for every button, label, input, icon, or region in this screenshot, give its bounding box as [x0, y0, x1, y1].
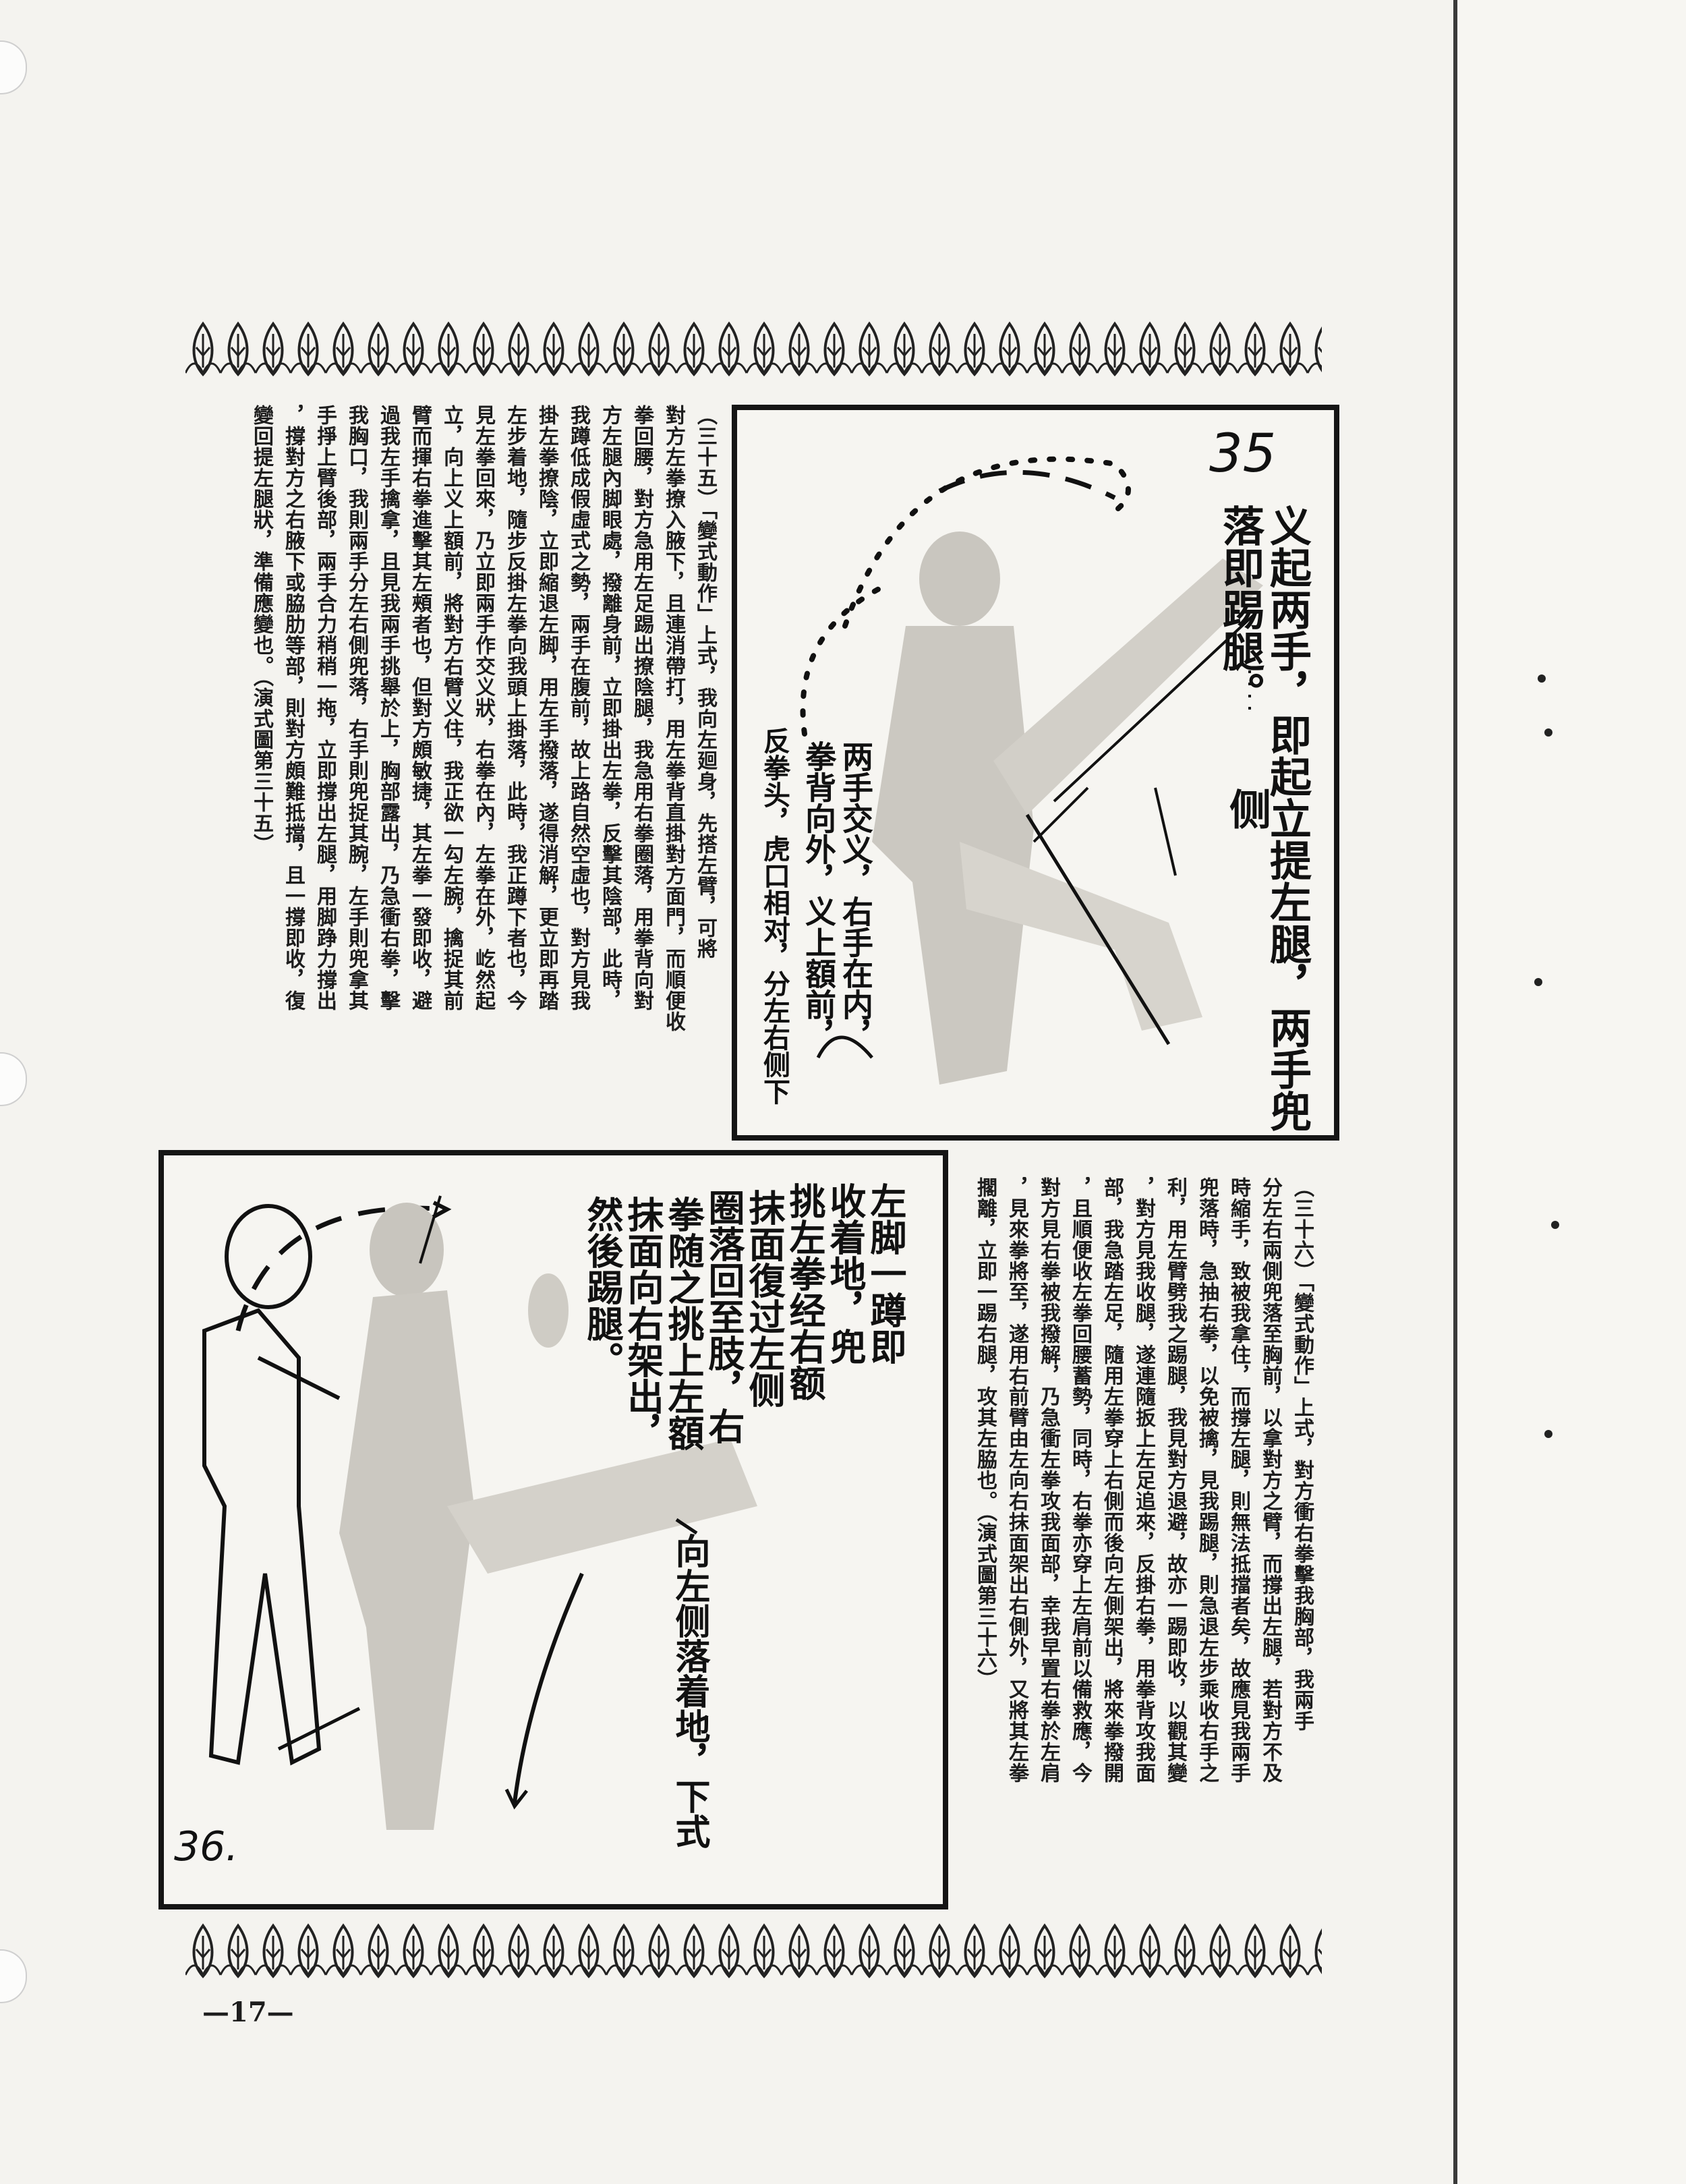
figure-36-lower-label: 向左侧落着地，下式 — [669, 1533, 710, 1849]
figure-36-caption-line-1: 左脚一蹲即 — [864, 1182, 907, 1364]
binder-hole — [0, 1052, 27, 1106]
text-35-column: 左步着地，隨步反掛左拳向我頭上掛落，此時，我正蹲下者也，今 — [503, 405, 527, 1011]
figure-36-caption-line-5: 圈落回至肢，右 — [702, 1189, 745, 1444]
text-36-column: 時縮手，致被我拿住，而撐左腿，則無法抵擋者矣，故應見我兩手 — [1227, 1177, 1250, 1783]
text-36-column: 分左右兩側兜落至胸前，以拿對方之臂，而撐出左腿，若對方不及 — [1258, 1177, 1282, 1783]
text-36-column: ，且順便收左拳回腰蓄勢，同時，右拳亦穿上左肩前以備救應，今 — [1068, 1177, 1092, 1783]
figure-36-caption-line-6: 拳随之挑上左額 — [662, 1196, 705, 1451]
text-35-column: ，撐對方之右腋下或脇肋等部，則對方頗難抵擋，且一撐即收，復 — [281, 405, 305, 1011]
figure-35-caption-line-3: 两手交义，右手在内， — [838, 741, 874, 1051]
figure-35-caption-line-5: 反拳头，虎口相对，分左右侧下 — [759, 727, 790, 1105]
binder-hole — [0, 40, 27, 94]
figure-36-caption-line-2: 收着地，兜 — [823, 1182, 867, 1364]
figure-35-number: 35 — [1209, 424, 1277, 484]
top-ornament-border — [185, 314, 1322, 381]
text-35-column: 我胸口，我則兩手分左右側兜落，右手則兜捉其腕，左手則兜拿其 — [345, 405, 368, 1011]
text-35-column: （三十五）「變式動作」上式，我向左廻身，先搭左臂，可將 — [693, 405, 717, 959]
figure-35-caption-line-1: 义起两手，即起立提左腿，两手兜 — [1262, 505, 1312, 1132]
text-36-column: 利，用左臂劈我之踢腿，我見對方退避，故亦一踢即收，以觀其變 — [1163, 1177, 1187, 1783]
text-36-column: ，見來拳將至，遂用右前臂由左向右抹面架出右側外，又將其左拳 — [1005, 1177, 1028, 1783]
text-35-column: 立，向上义上額前，將對方右臂义住，我正欲一勾左腕，擒捉其前 — [440, 405, 463, 1011]
binder-hole — [0, 1949, 27, 2003]
text-36-column: 部，我急踏左足，隨用左拳穿上右側而後向左側架出，將來拳撥開 — [1100, 1177, 1124, 1783]
adjacent-page-edge — [1453, 0, 1686, 2184]
text-36-column: （三十六）「變式動作」上式，對方衝右拳擊我胸部，我兩手 — [1290, 1177, 1314, 1731]
text-35-column: 拳回腰，對方急用左足踢出撩陰腿，我急用右拳圈落，用拳背向對 — [630, 405, 653, 1011]
text-35-column: 我蹲低成假虛式之勢，兩手在腹前，故上路自然空虛也，對方見我 — [566, 405, 590, 1011]
figure-36-caption-line-8: 然後踢腿。 — [581, 1196, 624, 1378]
figure-36-caption-line-4: 抹面復过左侧 — [743, 1189, 786, 1408]
figure-36-caption-line-7: 抹面向右架出， — [621, 1196, 664, 1451]
text-36-column: 兜落時，急抽右拳，以免被擒，見我踢腿，則急退左步乘收右手之 — [1195, 1177, 1219, 1783]
figure-35-panel: 35 义起两手，即起立提左腿，两手兜 落即踢腿。 侧 两手交义，右手在内， 拳背… — [732, 405, 1339, 1141]
figure-36-caption-line-3: 挑左拳经右额 — [783, 1182, 826, 1401]
figure-35-side-label: 侧 — [1222, 788, 1271, 830]
figure-35-illustration — [800, 456, 1263, 1085]
figure-35-caption-line-2: 落即踢腿。 — [1215, 505, 1264, 714]
text-35-column: 過我左手擒拿，且見我兩手挑舉於上，胸部露出，乃急衝右拳，擊 — [376, 405, 400, 1011]
text-35-column: 臂而揮右拳進擊其左頰者也，但對方頗敏捷，其左拳一發即收，避 — [408, 405, 432, 1011]
figure-36-illustration — [202, 1195, 757, 1830]
figure-35-caption-line-4: 拳背向外，义上額前， — [801, 741, 837, 1051]
text-35-column: 變回提左腿狀，準備應變也。（演式圖第三十五） — [250, 405, 273, 855]
figure-36-panel: 36. 左脚一蹲即 收着地，兜 挑左拳经右额 抹面復过左侧 圈落回至肢，右 拳随… — [158, 1150, 948, 1909]
bottom-ornament-border — [185, 1916, 1322, 1983]
text-35-column: 手掙上臂後部，兩手合力稍稍一拖，立即撐出左腿，用脚踭力撐出 — [313, 405, 337, 1011]
text-35-column: 對方左拳撩入腋下，且連消帶打，用左拳背直掛對方面門，而順便收 — [662, 405, 685, 1032]
text-35-column: 方左腿內脚眼處，撥離身前，立即掛出左拳，反擊其陰部，此時， — [598, 405, 622, 1011]
text-36-column: 擱離，立即一踢右腿，攻其左脇也。（演式圖第三十六） — [973, 1177, 997, 1690]
text-35-column: 見左拳回來，乃立即兩手作交义狀，右拳在內，左拳在外，屹然起 — [471, 405, 495, 1011]
figure-36-number: 36. — [174, 1823, 239, 1870]
page-number: —17— — [202, 1996, 294, 2028]
text-36-column: 對方見右拳被我撥解，乃急衝左拳攻我面部，幸我早置右拳於左肩 — [1037, 1177, 1060, 1783]
text-35-column: 掛左拳撩陰，立即縮退左脚，用左手撥落，遂得消解，更立即再踏 — [535, 405, 558, 1011]
text-36-column: ，對方見我收腿，遂連隨扳上左足追來，反掛右拳，用拳背攻我面 — [1132, 1177, 1155, 1783]
